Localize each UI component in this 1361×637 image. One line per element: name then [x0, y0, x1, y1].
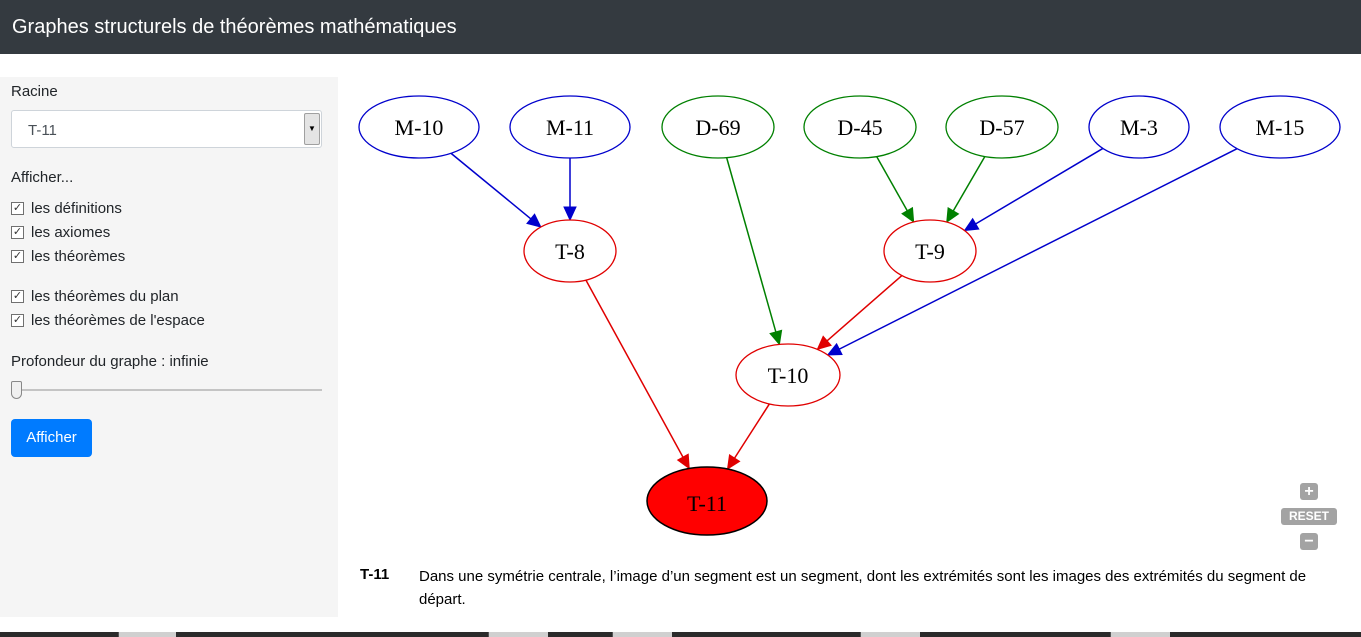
theorem-graph[interactable]: M-10 M-11 D-69 D-45 D-57 M-3 M-15T-8 T-9T-10T-1…	[345, 62, 1361, 552]
checkbox-checked-icon[interactable]: ✓	[11, 250, 24, 263]
depth-slider[interactable]	[11, 380, 322, 400]
checkbox-checked-icon[interactable]: ✓	[11, 314, 24, 327]
taskbar	[0, 632, 1361, 637]
graph-node-m-10[interactable]: M-10	[358, 95, 480, 159]
graph-node-t-11[interactable]: T-11	[646, 466, 768, 536]
graph-node-t-8[interactable]: T-8	[523, 219, 617, 283]
node-label: M-3	[1120, 115, 1158, 140]
zoom-in-icon[interactable]: +	[1300, 483, 1318, 500]
edge-arrowhead	[726, 454, 741, 471]
graph-node-d-57[interactable]: D-57	[945, 95, 1059, 159]
graph-node-m-11[interactable]: M-11	[509, 95, 631, 159]
zoom-out-icon[interactable]: −	[1300, 533, 1318, 550]
edge-arrowhead	[526, 213, 542, 228]
node-ellipse[interactable]	[883, 219, 977, 283]
app-title: Graphes structurels de théorèmes mathéma…	[12, 16, 457, 38]
slider-track[interactable]	[11, 389, 322, 391]
node-ellipse[interactable]	[1088, 95, 1190, 159]
edge-arrowhead	[816, 335, 832, 351]
edge-T-8-to-T-11	[585, 279, 684, 458]
checkbox-label: les théorèmes du plan	[31, 288, 179, 305]
node-label: T-10	[768, 363, 809, 388]
node-ellipse[interactable]	[661, 95, 775, 159]
taskbar-item[interactable]	[860, 632, 920, 637]
edge-M-3-to-T-9	[975, 147, 1104, 225]
chevron-down-icon[interactable]: ▼	[304, 113, 320, 145]
taskbar-item[interactable]	[1110, 632, 1170, 637]
checkbox-checked-icon[interactable]: ✓	[11, 226, 24, 239]
checkbox-checked-icon[interactable]: ✓	[11, 202, 24, 215]
graph-node-d-69[interactable]: D-69	[661, 95, 775, 159]
graph-node-m-3[interactable]: M-3	[1088, 95, 1190, 159]
checkbox-label: les théorèmes	[31, 248, 126, 265]
node-ellipse[interactable]	[646, 466, 768, 536]
edge-arrowhead	[769, 329, 783, 346]
node-ellipse[interactable]	[358, 95, 480, 159]
node-label: T-8	[555, 239, 585, 264]
description-text: Dans une symétrie centrale, l’image d’un…	[419, 568, 1307, 608]
graph-node-d-45[interactable]: D-45	[803, 95, 917, 159]
node-ellipse[interactable]	[523, 219, 617, 283]
edge-arrowhead	[963, 217, 980, 232]
root-select[interactable]: T-11 ▼	[11, 110, 322, 148]
sidebar-panel	[0, 77, 338, 617]
node-ellipse[interactable]	[1219, 95, 1341, 159]
zoom-controls: + RESET −	[1281, 483, 1337, 551]
graph-node-t-10[interactable]: T-10	[735, 343, 841, 407]
edge-D-45-to-T-9	[876, 156, 908, 212]
node-label: D-69	[695, 115, 740, 140]
node-label: M-10	[395, 115, 444, 140]
edge-arrowhead	[946, 207, 960, 224]
node-ellipse[interactable]	[509, 95, 631, 159]
graph-node-t-9[interactable]: T-9	[883, 219, 977, 283]
node-ellipse[interactable]	[735, 343, 841, 407]
root-label: Racine	[11, 83, 58, 100]
node-label: T-9	[915, 239, 945, 264]
show-button[interactable]: Afficher	[11, 419, 92, 457]
checkbox-label: les axiomes	[31, 224, 111, 241]
show-label: Afficher...	[11, 169, 74, 186]
edge-arrowhead	[563, 206, 577, 222]
root-select-value: T-11	[28, 122, 57, 139]
taskbar-item[interactable]	[118, 632, 176, 637]
depth-label: Profondeur du graphe : infinie	[11, 353, 209, 370]
edge-T-10-to-T-11	[733, 403, 771, 459]
edge-D-69-to-T-10	[725, 157, 777, 333]
node-ellipse[interactable]	[945, 95, 1059, 159]
node-label: M-11	[546, 115, 594, 140]
checkbox-label: les définitions	[31, 200, 122, 217]
edge-arrowhead	[826, 342, 843, 356]
edge-arrowhead	[901, 206, 915, 224]
node-label: M-15	[1256, 115, 1305, 140]
taskbar-item[interactable]	[612, 632, 672, 637]
top-navbar: Graphes structurels de théorèmes mathéma…	[0, 0, 1361, 54]
graph-node-m-15[interactable]: M-15	[1219, 95, 1341, 159]
node-label: D-45	[837, 115, 882, 140]
slider-thumb[interactable]	[11, 381, 22, 399]
node-label: D-57	[979, 115, 1024, 140]
edge-M-10-to-T-8	[450, 152, 532, 220]
edge-M-15-to-T-10	[838, 147, 1238, 350]
edge-arrowhead	[676, 453, 690, 470]
checkbox-label: les théorèmes de l'espace	[31, 312, 205, 329]
zoom-reset-button[interactable]: RESET	[1281, 508, 1337, 525]
checkbox-checked-icon[interactable]: ✓	[11, 290, 24, 303]
edge-T-9-to-T-10	[826, 274, 903, 342]
taskbar-item[interactable]	[488, 632, 548, 637]
node-label: T-11	[687, 491, 727, 516]
description-code: T-11	[360, 566, 390, 583]
node-ellipse[interactable]	[803, 95, 917, 159]
edge-D-57-to-T-9	[952, 156, 986, 212]
